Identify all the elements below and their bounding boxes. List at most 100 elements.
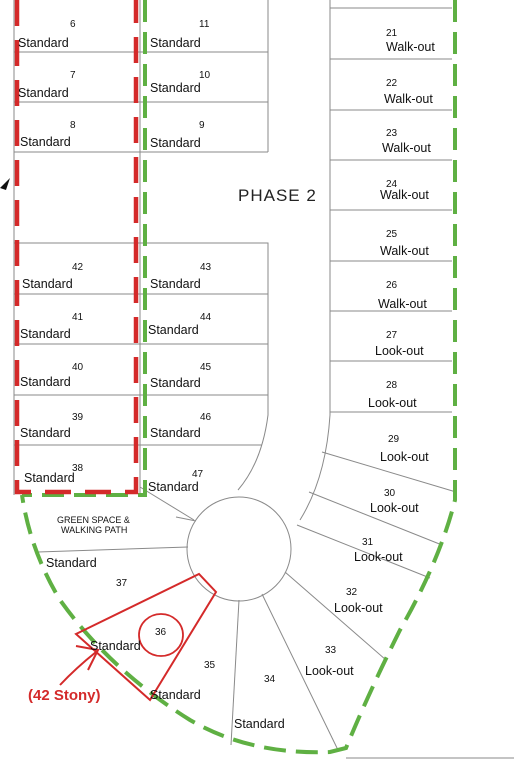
- lot-type: Standard: [20, 135, 71, 149]
- lot-type: Standard: [20, 375, 71, 389]
- lot-type: Look-out: [334, 601, 383, 615]
- lot-number: 45: [200, 362, 212, 373]
- lot-number: 10: [199, 70, 211, 81]
- lot-type: Standard: [148, 323, 199, 337]
- lot-type: Walk-out: [382, 141, 431, 155]
- lot-type: Standard: [150, 81, 201, 95]
- lot-number: 37: [116, 578, 128, 589]
- green-space-label-line1: GREEN SPACE &: [57, 515, 130, 525]
- lot-number: 29: [388, 434, 400, 445]
- lot-type: Standard: [150, 426, 201, 440]
- lot-36-highlight[interactable]: [74, 572, 218, 702]
- lot-type: Look-out: [380, 450, 429, 464]
- lot-number: 41: [72, 312, 84, 323]
- lot-number: 28: [386, 380, 398, 391]
- lot-number: 35: [204, 660, 216, 671]
- lot-type: Look-out: [354, 550, 403, 564]
- lot-type: Standard: [150, 36, 201, 50]
- lot-type: Standard: [150, 688, 201, 702]
- green-space-label-line2: WALKING PATH: [61, 525, 127, 535]
- lot-type: Look-out: [375, 344, 424, 358]
- lot-type: Walk-out: [380, 244, 429, 258]
- lot-number: 42: [72, 262, 84, 273]
- lot-number: 47: [192, 469, 204, 480]
- green-boundary: [20, 0, 457, 755]
- lot-number: 6: [70, 19, 76, 30]
- lot-type: Walk-out: [384, 92, 433, 106]
- lot-type: Standard: [150, 277, 201, 291]
- lot-37[interactable]: 37 Standard: [46, 556, 128, 589]
- lot-type: Standard: [18, 36, 69, 50]
- lot-type: Standard: [22, 277, 73, 291]
- lot-number: 26: [386, 280, 398, 291]
- lot-type: Standard: [24, 471, 75, 485]
- phase-label: PHASE 2: [238, 186, 317, 205]
- lot-type: Standard: [150, 376, 201, 390]
- lot-number: 7: [70, 70, 76, 81]
- lot-number: 32: [346, 587, 358, 598]
- callout-label: (42 Stony): [28, 687, 101, 704]
- lot-type: Standard: [234, 717, 285, 731]
- lot-number: 24: [386, 179, 398, 190]
- lot-number: 8: [70, 120, 76, 131]
- lot-type: Standard: [150, 136, 201, 150]
- lot-labels: 6Standard7Standard8Standard11Standard10S…: [18, 19, 435, 731]
- lot-type: Look-out: [370, 501, 419, 515]
- lot-number: 31: [362, 537, 374, 548]
- lot-number: 39: [72, 412, 84, 423]
- callout-arrow: [59, 645, 100, 686]
- lot-number: 33: [325, 645, 337, 656]
- lot-number: 11: [199, 19, 210, 30]
- lot-number: 27: [386, 330, 398, 341]
- lot-type: Standard: [90, 639, 141, 653]
- lot-type: Walk-out: [380, 188, 429, 202]
- lot-number: 30: [384, 488, 396, 499]
- lot-type: Standard: [20, 426, 71, 440]
- lot-lines: [13, 0, 514, 759]
- lot-type: Standard: [148, 480, 199, 494]
- lot-number: 44: [200, 312, 212, 323]
- lot-type: Walk-out: [378, 297, 427, 311]
- lot-type: Look-out: [368, 396, 417, 410]
- lot-number: 46: [200, 412, 212, 423]
- lot-type: Walk-out: [386, 40, 435, 54]
- lot-number: 40: [72, 362, 84, 373]
- lot-type: Standard: [46, 556, 97, 570]
- lot-type: Look-out: [305, 664, 354, 678]
- lot-number: 36: [155, 627, 167, 638]
- lot-number: 34: [264, 674, 276, 685]
- lot-number: 22: [386, 78, 398, 89]
